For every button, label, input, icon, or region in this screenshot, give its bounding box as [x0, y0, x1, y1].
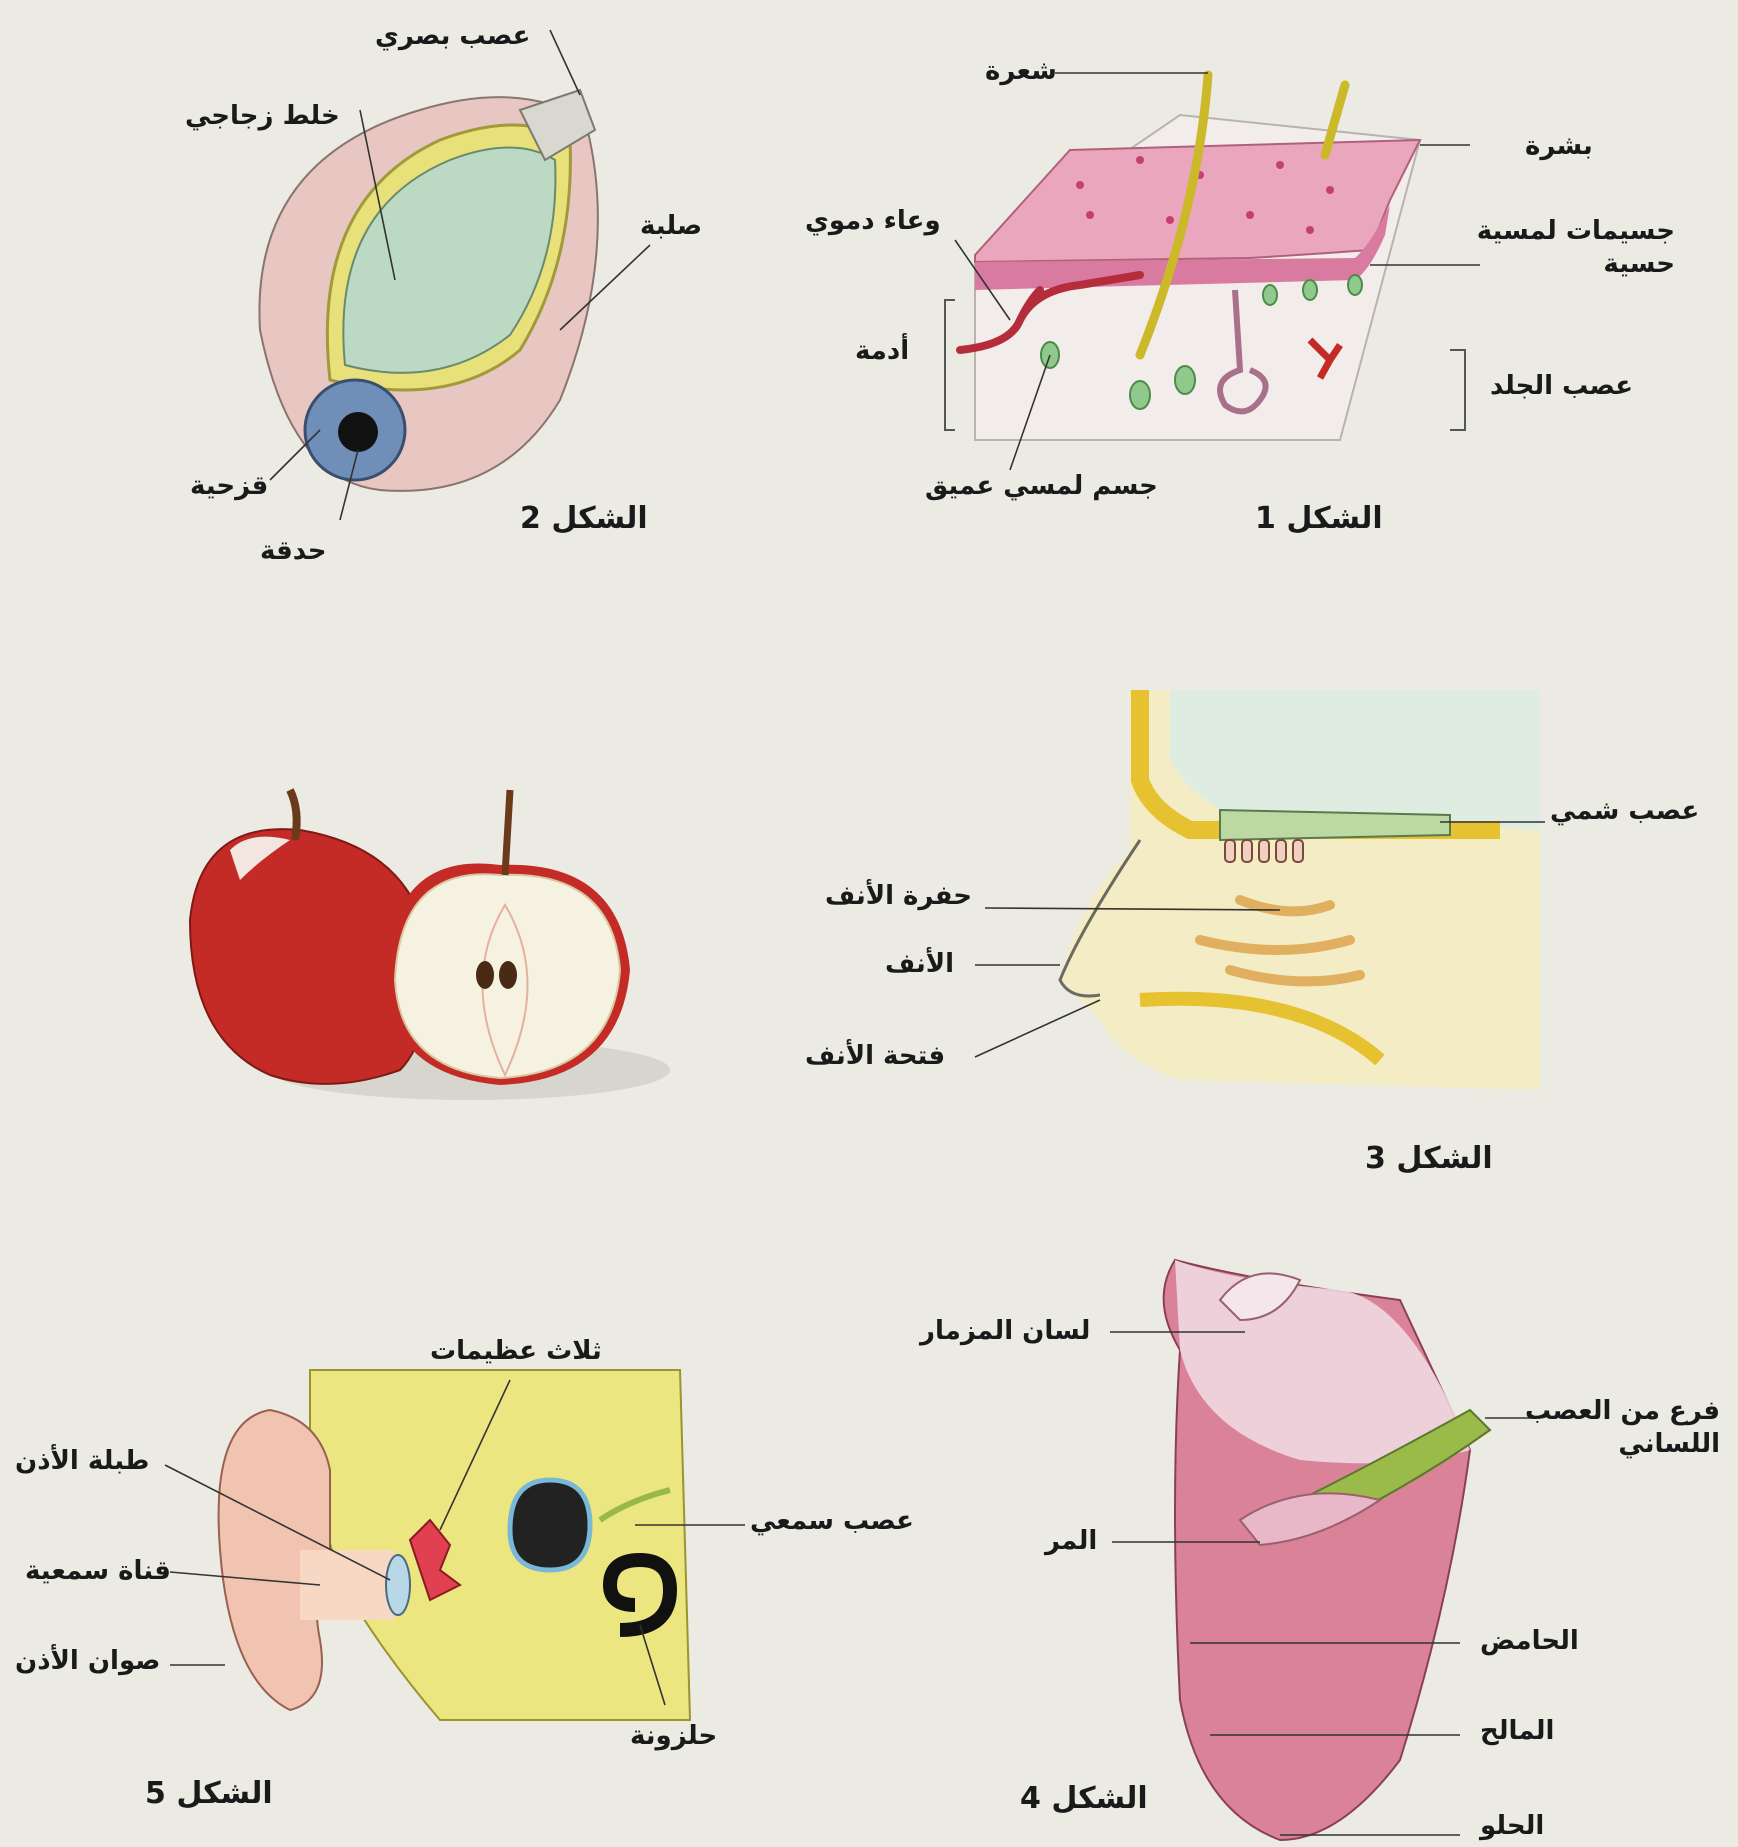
label-olfactory-nerve: عصب شمي: [1550, 795, 1699, 828]
eardrum-shape: [386, 1555, 410, 1615]
label-deep-touch-body: جسم لمسي عميق: [925, 470, 1158, 503]
ear-diagram: [219, 1370, 690, 1720]
label-salty: المالح: [1480, 1715, 1554, 1748]
figure4-caption: الشكل 4: [1020, 1780, 1148, 1818]
semicircular-canals: [510, 1480, 590, 1570]
label-pupil: حدقة: [260, 535, 327, 568]
label-hair: شعرة: [985, 55, 1057, 88]
label-cochlea: حلزونة: [630, 1720, 717, 1753]
label-dermis: أدمة: [855, 335, 909, 368]
label-epiglottis: لسان المزمار: [920, 1315, 1090, 1348]
eye-diagram: [259, 90, 597, 491]
label-lingual-nerve-branch: فرع من العصب اللساني: [1490, 1395, 1720, 1460]
label-ossicles: ثلاث عظيمات: [430, 1335, 602, 1368]
brain-region: [1170, 690, 1540, 830]
half-apple-stem: [505, 790, 510, 875]
apple-seed-2: [499, 961, 517, 989]
pupil-shape: [338, 412, 378, 452]
label-pinna: صوان الأذن: [15, 1645, 160, 1678]
label-iris: قزحية: [190, 470, 268, 503]
figure5-caption: الشكل 5: [145, 1775, 273, 1813]
figure1-caption: الشكل 1: [1255, 500, 1383, 538]
leader-optic-nerve: [550, 30, 580, 95]
skin-diagram: [945, 75, 1465, 440]
apple-seed-1: [476, 961, 494, 989]
apple-illustration: [190, 790, 670, 1100]
olfactory-nerve-shape: [1220, 810, 1450, 840]
label-ear-canal: قناة سمعية: [25, 1555, 171, 1588]
skin-nerve-bracket: [1450, 350, 1465, 430]
label-eardrum: طبلة الأذن: [15, 1445, 149, 1478]
label-sweet: الحلو: [1480, 1810, 1544, 1843]
label-nostril: فتحة الأنف: [805, 1040, 945, 1073]
nose-diagram: [1060, 690, 1540, 1090]
label-blood-vessel: وعاء دموي: [805, 205, 941, 238]
figure2-caption: الشكل 2: [520, 500, 648, 538]
label-optic-nerve: عصب بصري: [375, 20, 530, 53]
label-vitreous: خلط زجاجي: [185, 100, 340, 133]
label-nose: الأنف: [885, 948, 954, 981]
label-skin-nerve: عصب الجلد: [1490, 370, 1633, 403]
dermis-bracket: [945, 300, 955, 430]
tongue-diagram: [1164, 1260, 1490, 1840]
label-epidermis: بشرة: [1525, 130, 1593, 163]
leader-nostril: [975, 1000, 1100, 1057]
label-nasal-cavity: حفرة الأنف: [825, 880, 972, 913]
figure3-caption: الشكل 3: [1365, 1140, 1493, 1178]
label-sclera: صلبة: [640, 210, 702, 243]
label-touch-corpuscles: جسيمات لمسية حسية: [1445, 215, 1675, 280]
label-auditory-nerve: عصب سمعي: [750, 1505, 914, 1538]
label-sour: الحامض: [1480, 1625, 1579, 1658]
temporal-bone: [310, 1370, 690, 1720]
label-bitter: المر: [1045, 1525, 1097, 1558]
